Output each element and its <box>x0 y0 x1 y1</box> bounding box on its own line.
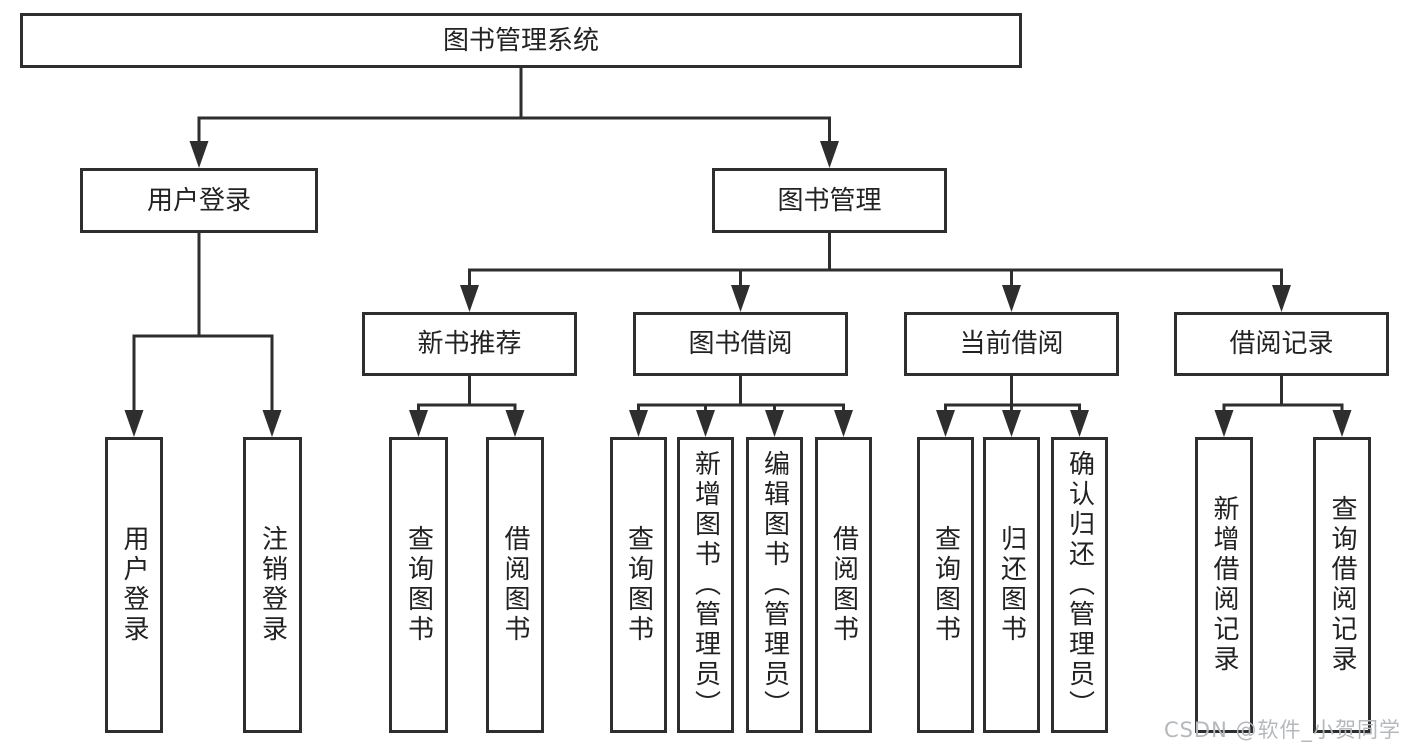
leaf-borrow-books: 借阅图书 <box>815 437 872 733</box>
leaf-borrow-books-recommend: 借阅图书 <box>486 437 544 733</box>
leaf-query-books-recommend: 查询图书 <box>389 437 448 733</box>
leaf-query-books-current: 查询图书 <box>917 437 974 733</box>
csdn-watermark: CSDN @软件_小贺同学 <box>1163 718 1401 742</box>
leaf-query-books-borrow: 查询图书 <box>610 437 667 733</box>
leaf-confirm-return-admin: 确认归还（管理员） <box>1051 437 1108 733</box>
node-book-management: 图书管理 <box>712 168 947 233</box>
node-book-borrow: 图书借阅 <box>633 312 848 376</box>
node-current-borrow: 当前借阅 <box>904 312 1119 376</box>
node-new-book-recommend: 新书推荐 <box>362 312 577 376</box>
leaf-user-login: 用户登录 <box>105 437 163 733</box>
leaf-add-borrow-record: 新增借阅记录 <box>1195 437 1253 733</box>
leaf-query-borrow-record: 查询借阅记录 <box>1313 437 1371 733</box>
node-root-system: 图书管理系统 <box>20 13 1022 68</box>
node-borrow-records: 借阅记录 <box>1174 312 1389 376</box>
leaf-add-books-admin: 新增图书（管理员） <box>677 437 734 733</box>
leaf-logout-login: 注销登录 <box>243 437 302 733</box>
leaf-return-books: 归还图书 <box>983 437 1040 733</box>
node-user-login: 用户登录 <box>80 168 318 233</box>
leaf-edit-books-admin: 编辑图书（管理员） <box>746 437 803 733</box>
